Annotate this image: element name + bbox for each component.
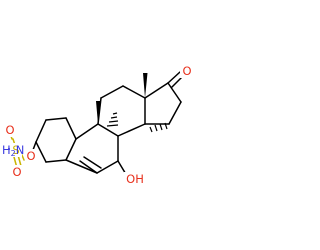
amine-label	[0, 143, 8, 157]
amine-n: N	[16, 143, 25, 157]
ring-c	[97, 85, 146, 137]
methyl-c18-wedge	[143, 73, 148, 98]
amine-label-text: H2N	[2, 143, 24, 158]
ketone-oxygen-label: O	[182, 64, 191, 78]
structure-canvas: O OH O S O O H2N	[0, 64, 192, 186]
amine-subscript: 2	[11, 149, 16, 158]
ring-d	[144, 82, 182, 125]
ring-a	[35, 117, 77, 163]
sulfonyl-oxygen-top-label: O	[5, 123, 14, 137]
ring-b	[65, 123, 119, 174]
ester-oxygen-label: O	[26, 149, 35, 163]
hashed-bonds	[106, 112, 168, 133]
hydroxyl-label: OH	[126, 172, 144, 186]
methyl-c19-wedge	[96, 101, 101, 124]
sulfonyl-oxygen-bottom-label: O	[12, 165, 21, 179]
amine-h: H	[2, 143, 11, 157]
sulfur-label: S	[12, 143, 19, 157]
molecule-structure: O OH O S O O H2N	[0, 64, 192, 186]
